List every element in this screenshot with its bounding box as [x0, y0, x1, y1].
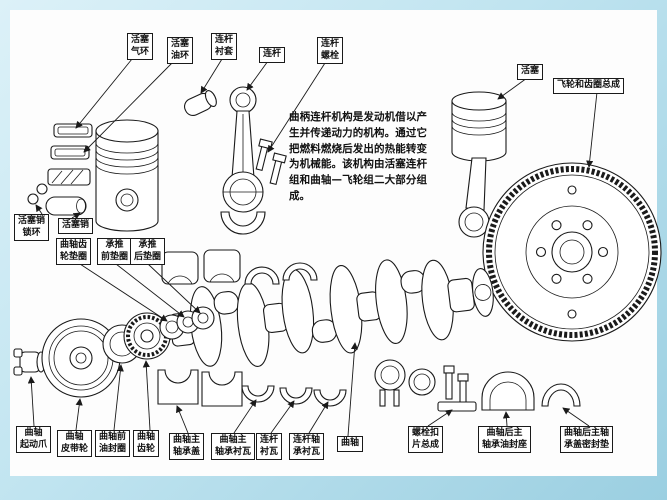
- right-piston-drawing: [451, 91, 507, 238]
- label-connecting-rod: 连杆: [259, 47, 286, 63]
- label-rear-main-cap-gasket: 曲轴后主轴 承盖密封垫: [560, 426, 614, 454]
- upper-bearing-shells-drawing: [161, 249, 318, 285]
- label-thrust-front-washer: 承推 前垫圈: [97, 238, 133, 266]
- label-main-bearing-cap: 曲轴主 轴承盖: [169, 433, 205, 461]
- lock-plate-bolts-drawing: [437, 365, 477, 412]
- description-text: 曲柄连杆机构是发动机借以产生并传递动力的机构。通过它把燃料燃烧后发出的热能转变为…: [289, 111, 427, 202]
- label-crank-starting-claw: 曲轴 起动爪: [16, 426, 52, 454]
- piston-drawing: [95, 119, 159, 232]
- crankshaft-drawing: [150, 259, 494, 367]
- label-crankshaft: 曲轴: [337, 436, 364, 452]
- connecting-rod-drawing: [220, 86, 287, 235]
- label-piston-gas-ring: 活塞 气环: [127, 33, 154, 61]
- label-thrust-rear-washer: 承推 后垫圈: [130, 238, 166, 266]
- label-flywheel-assembly: 飞轮和齿圈总成: [553, 78, 625, 94]
- flywheel-drawing: [482, 162, 662, 342]
- label-rod-shell: 连杆 衬瓦: [256, 433, 283, 461]
- piston-pin-drawing: [27, 183, 87, 216]
- label-rod-bolt: 连杆 螺栓: [317, 37, 344, 65]
- leader-lines: [27, 58, 598, 437]
- label-rod-bearing-shell: 连杆轴 承衬瓦: [289, 433, 325, 461]
- rod-caps-drawing: [374, 359, 436, 407]
- label-piston: 活塞: [517, 64, 544, 80]
- rear-cap-gasket-drawing: [541, 383, 581, 407]
- label-piston-oil-ring: 活塞 油环: [167, 37, 194, 65]
- main-bearing-caps-drawing: [157, 369, 243, 407]
- label-piston-pin: 活塞销: [58, 218, 94, 234]
- label-crank-front-oil-seal: 曲轴前 油封圈: [95, 430, 131, 458]
- starting-claw-drawing: [13, 348, 46, 376]
- label-crank-gear-washer: 曲轴齿 轮垫圈: [56, 238, 92, 266]
- label-crank-gear: 曲轴 齿轮: [133, 430, 160, 458]
- rod-bushing-drawing: [184, 90, 217, 116]
- label-rear-main-oil-seal-seat: 曲轴后主 轴承油封座: [478, 426, 532, 454]
- rear-oil-seal-seat-drawing: [481, 371, 535, 411]
- label-rod-bushing: 连杆 衬套: [211, 33, 238, 61]
- label-piston-pin-circlip: 活塞销 锁环: [14, 214, 50, 242]
- label-main-bearing-shell: 曲轴主 轴承衬瓦: [211, 433, 256, 461]
- bearing-shells-drawing: [241, 385, 347, 407]
- label-crank-pulley: 曲轴 皮带轮: [57, 430, 93, 458]
- piston-rings-drawing: [47, 123, 93, 186]
- label-bolt-lock-plate: 螺栓扣 片总成: [408, 426, 444, 454]
